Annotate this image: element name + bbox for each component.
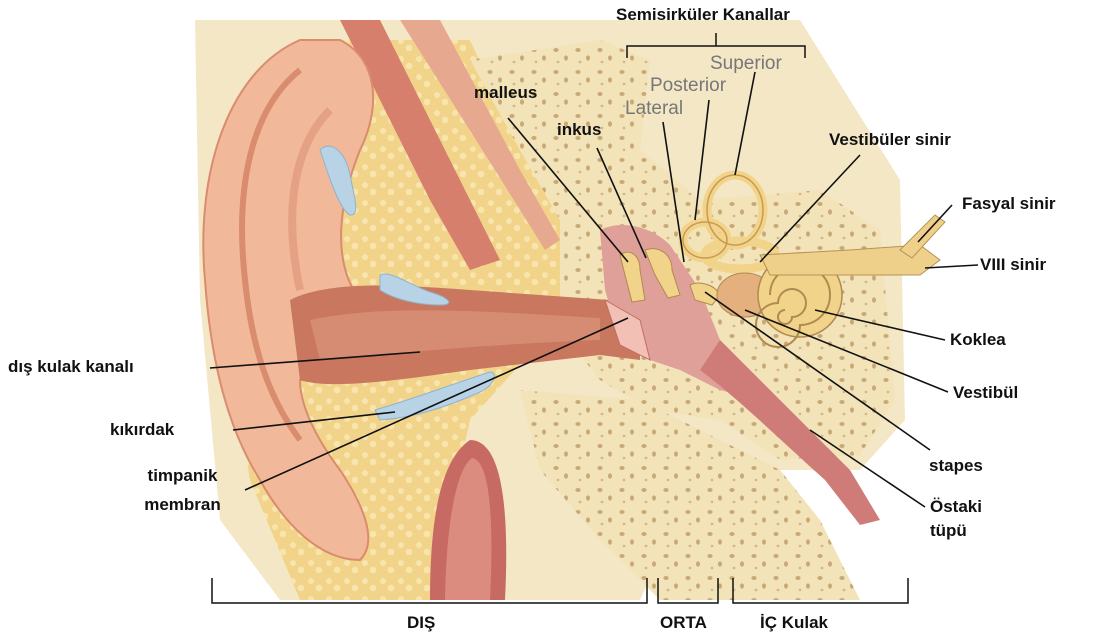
label-posterior: Posterior	[650, 74, 726, 98]
region-label-ic: İÇ Kulak	[760, 612, 828, 633]
label-timpanik-line2: membran	[125, 494, 240, 515]
label-ostaki-line2: tüpü	[930, 520, 967, 541]
label-stapes: stapes	[929, 455, 983, 476]
region-label-orta: ORTA	[660, 612, 707, 633]
label-malleus: malleus	[474, 82, 537, 103]
label-viii-sinir: VIII sinir	[980, 254, 1046, 275]
leader-fasyal-sinir	[918, 205, 952, 242]
label-fasyal-sinir: Fasyal sinir	[962, 193, 1056, 214]
label-inkus: inkus	[557, 119, 601, 140]
label-vestibuler-sinir: Vestibüler sinir	[829, 129, 951, 150]
label-semisirkuler-kanallar: Semisirküler Kanallar	[616, 4, 790, 25]
label-ostaki-line1: Östaki	[930, 496, 982, 517]
label-vestibul: Vestibül	[953, 382, 1018, 403]
label-dis-kulak-kanali: dış kulak kanalı	[8, 356, 134, 377]
label-lateral: Lateral	[625, 97, 683, 121]
label-superior: Superior	[710, 52, 782, 76]
label-timpanik-line1: timpanik	[125, 465, 240, 486]
label-kikirdak: kıkırdak	[110, 419, 174, 440]
label-koklea: Koklea	[950, 329, 1006, 350]
region-label-dis: DIŞ	[407, 612, 435, 633]
